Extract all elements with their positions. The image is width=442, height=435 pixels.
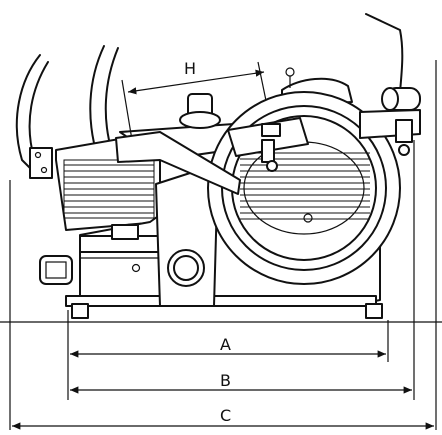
machine-feet <box>71 303 383 319</box>
dimension-extension-lines <box>9 60 437 430</box>
dimension-a: A <box>70 335 386 358</box>
carriage-knob <box>179 93 221 129</box>
support-column <box>155 163 219 307</box>
right-handle <box>365 13 421 111</box>
carriage-arm <box>115 131 241 195</box>
guard-brackets <box>227 109 421 172</box>
label-a: A <box>220 335 231 354</box>
label-c: C <box>220 406 231 425</box>
left-tray-guard <box>15 45 119 179</box>
dimension-b: B <box>70 371 412 394</box>
label-h: H <box>184 59 196 78</box>
blade-assembly <box>207 67 401 285</box>
label-b: B <box>220 371 231 390</box>
side-knob <box>39 255 73 285</box>
dimension-c: C <box>11 406 434 430</box>
